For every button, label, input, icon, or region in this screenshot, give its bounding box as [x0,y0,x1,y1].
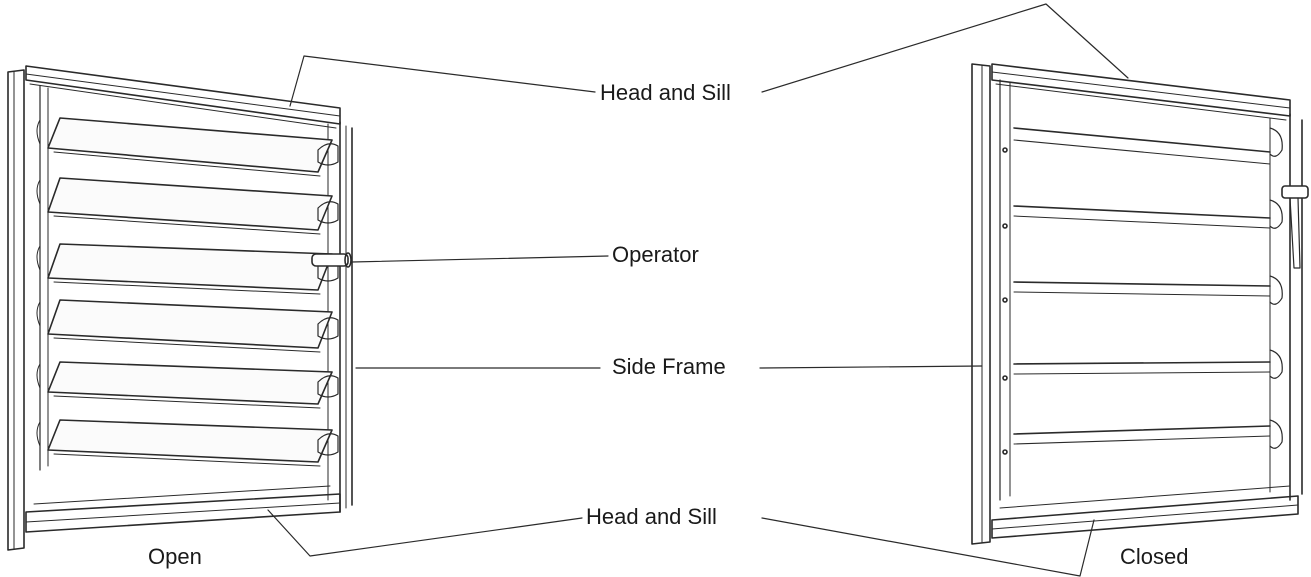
open-window [7,65,353,551]
closed-head [991,63,1291,121]
closed-window [971,63,1309,545]
label-head-and-sill-bottom: Head and Sill [586,504,717,529]
open-right-side-frame [327,121,353,513]
open-sill [25,485,341,533]
closed-sill [991,485,1299,539]
closed-left-side-frame [971,63,1011,545]
label-head-and-sill-top: Head and Sill [600,80,731,105]
leader-lines [267,3,1129,577]
label-side-frame: Side Frame [612,354,726,379]
open-left-side-frame [7,69,49,551]
closed-louvers [1002,127,1283,455]
open-louvers [36,117,339,467]
closed-right-side-frame [1269,113,1303,501]
caption-closed: Closed [1120,544,1189,569]
closed-operator-handle [1281,185,1309,269]
open-operator-handle [311,252,352,268]
label-operator: Operator [612,242,699,267]
caption-open: Open [148,544,202,569]
